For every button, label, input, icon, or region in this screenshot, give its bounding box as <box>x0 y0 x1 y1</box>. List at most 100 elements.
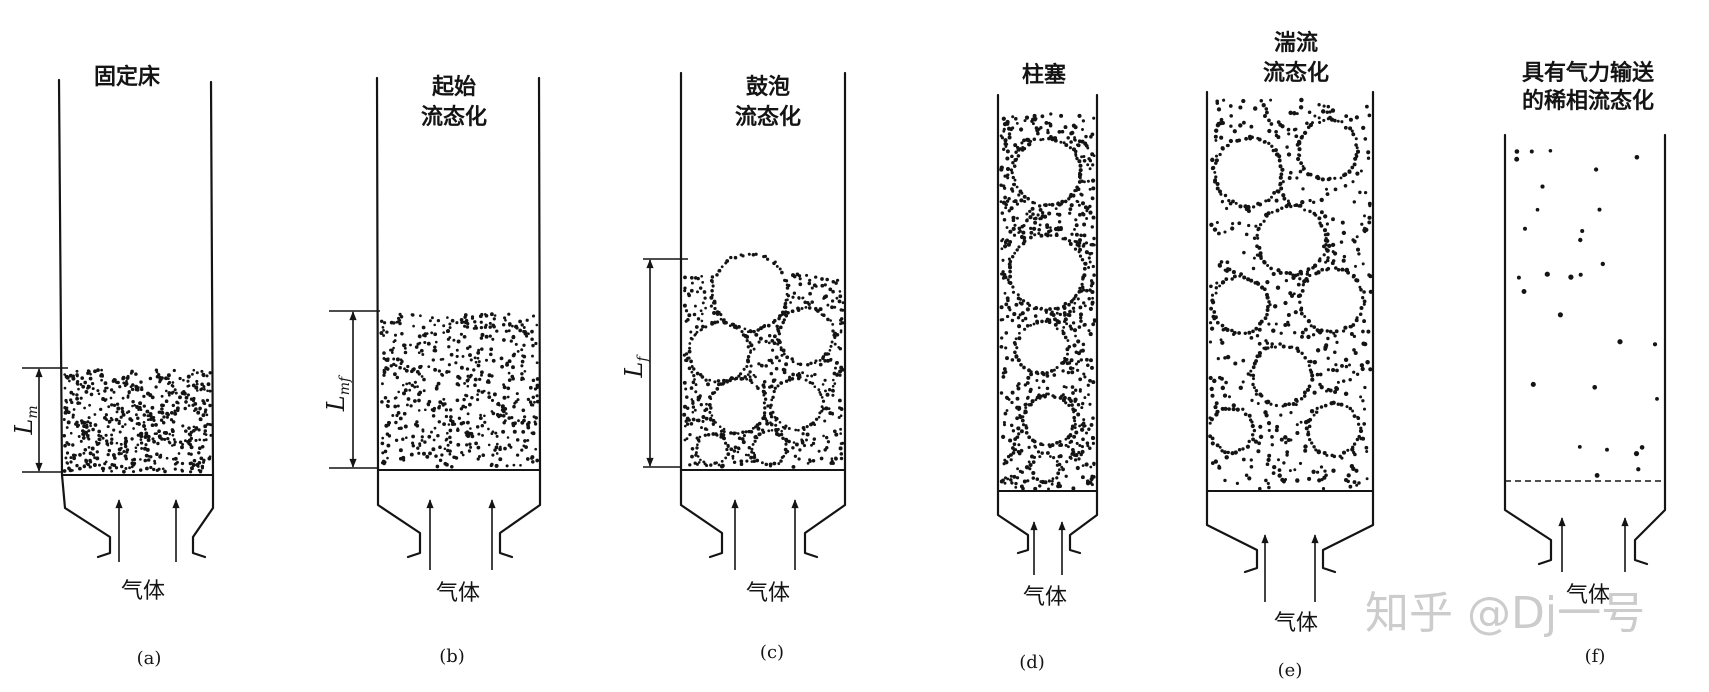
particle <box>430 316 434 320</box>
particle <box>683 286 687 290</box>
particle <box>1231 403 1236 408</box>
particle <box>525 334 529 338</box>
particle <box>1252 256 1256 260</box>
particle <box>688 432 692 437</box>
particle <box>999 134 1003 138</box>
particle <box>520 323 524 327</box>
particle <box>168 441 172 445</box>
particle <box>704 306 707 310</box>
particle <box>1062 326 1066 329</box>
particle <box>808 278 812 282</box>
particle <box>382 329 385 332</box>
particle <box>382 334 386 337</box>
particle <box>534 341 538 346</box>
particle <box>796 308 801 312</box>
particle <box>1255 233 1259 238</box>
particle <box>1035 379 1039 382</box>
particle <box>1246 277 1251 282</box>
particle <box>1298 461 1303 465</box>
particle <box>205 413 209 417</box>
particle <box>724 456 728 460</box>
particle <box>70 400 74 405</box>
particle <box>1317 216 1322 221</box>
particle <box>1235 407 1240 412</box>
particle <box>139 441 144 445</box>
particle <box>419 348 424 353</box>
particle <box>1085 288 1089 293</box>
particle <box>813 423 817 427</box>
particle <box>1348 126 1353 131</box>
height-symbol: L <box>322 395 350 412</box>
particle <box>523 369 527 373</box>
particle <box>1090 301 1094 305</box>
particle <box>769 422 774 427</box>
particle <box>739 372 743 376</box>
particle <box>699 309 703 313</box>
particle <box>1002 275 1007 280</box>
particle <box>1008 259 1013 264</box>
particle <box>1295 423 1299 427</box>
particle <box>79 396 83 400</box>
particle <box>137 408 140 412</box>
particle <box>778 325 783 330</box>
particle <box>1046 128 1050 132</box>
particle <box>187 442 191 446</box>
particle <box>1242 120 1246 125</box>
particle <box>773 416 777 419</box>
particle <box>683 404 687 409</box>
particle <box>1343 357 1349 363</box>
particle <box>1363 190 1368 195</box>
particle <box>82 464 87 469</box>
regime-title: 具有气力输送 <box>1522 60 1654 86</box>
particle <box>1013 437 1018 441</box>
particle <box>190 466 194 471</box>
particle <box>165 415 169 419</box>
particle <box>1297 293 1303 298</box>
particle <box>1069 140 1073 144</box>
particle <box>1230 328 1234 333</box>
particle <box>1072 434 1077 439</box>
particle <box>729 447 734 452</box>
particle <box>427 365 431 369</box>
particle <box>1019 448 1024 453</box>
particle <box>143 435 148 439</box>
particle <box>1214 158 1219 163</box>
particle <box>474 441 478 446</box>
particle <box>1003 458 1007 462</box>
particle <box>1258 251 1263 256</box>
particle <box>89 424 92 428</box>
particle <box>1066 352 1069 356</box>
particle <box>479 413 482 417</box>
particle <box>1006 454 1011 459</box>
particle <box>744 430 748 434</box>
particle <box>711 391 715 396</box>
particle <box>1213 405 1218 410</box>
particle <box>1250 420 1254 424</box>
particle <box>834 456 838 461</box>
particle <box>999 183 1003 187</box>
particle <box>1250 433 1255 437</box>
particle <box>801 426 806 430</box>
particle <box>89 372 92 376</box>
particle <box>1226 450 1230 455</box>
particle <box>1023 402 1028 407</box>
particle <box>1298 169 1303 174</box>
particle <box>1000 247 1004 251</box>
particle <box>1074 334 1077 338</box>
particle <box>1073 189 1077 193</box>
vessel-wall-right <box>191 80 215 559</box>
particle <box>1238 204 1242 208</box>
particle <box>1092 273 1096 277</box>
particle <box>1351 180 1355 184</box>
particle <box>505 464 509 468</box>
particle <box>771 410 775 414</box>
particle <box>1285 453 1289 457</box>
particle-bed <box>1514 149 1659 478</box>
particle <box>800 438 804 442</box>
particle <box>404 368 409 373</box>
particle <box>1034 370 1039 375</box>
particle <box>691 405 696 409</box>
particle <box>1003 481 1007 485</box>
particle <box>1330 242 1336 248</box>
particle <box>184 400 188 404</box>
